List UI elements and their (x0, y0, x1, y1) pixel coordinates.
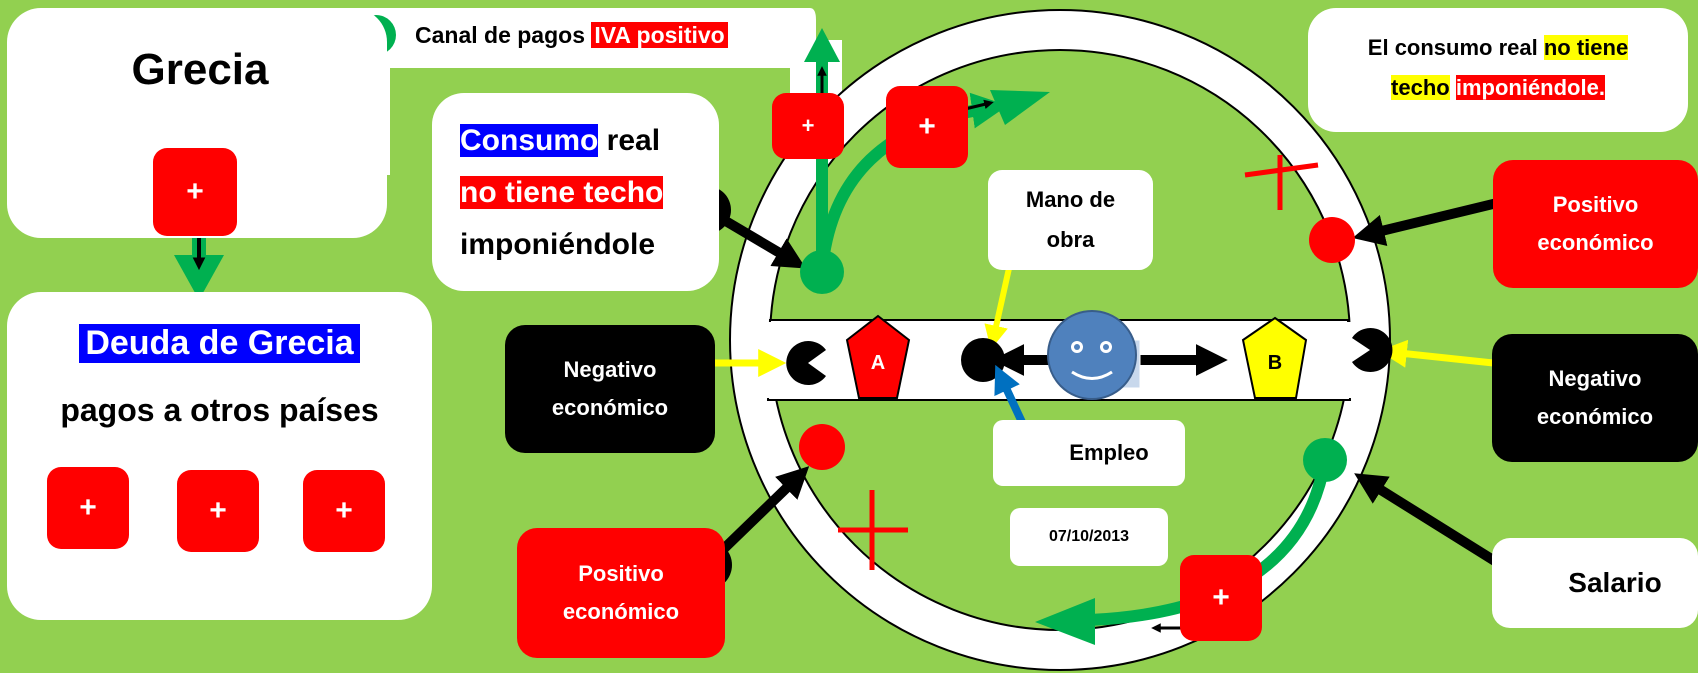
consumo-right-d (1450, 75, 1456, 100)
positivo-right-box: Positivo económico (1493, 160, 1698, 288)
mano-line2: obra (1046, 227, 1095, 252)
marker-b-label: B (1267, 351, 1283, 374)
deuda-title: Deuda de Grecia (79, 323, 360, 363)
mano-line1: Mano de (1025, 187, 1116, 212)
salario-box: Salario (1492, 538, 1698, 628)
deuda-subtitle: pagos a otros países (60, 391, 379, 428)
canal-highlight: IVA positivo (591, 22, 728, 48)
negativo-left-line2: económico (551, 395, 669, 420)
salario-label: Salario (1568, 567, 1662, 598)
consumo-right-c: techo (1391, 75, 1450, 100)
consumo-left-text: Consumo real no tiene techo imponiéndole (460, 115, 664, 271)
consumo-left-line2: no tiene techo (460, 176, 664, 209)
consumo-left-w1: Consumo (460, 124, 599, 157)
consumo-left-line3: imponiéndole (460, 228, 655, 261)
green-dot-top (800, 250, 844, 294)
pentagon-a (845, 314, 911, 399)
consumo-right-box (1308, 8, 1688, 132)
consumo-right-e: imponiéndole. (1455, 75, 1605, 100)
deuda-plus-1: + (47, 467, 129, 549)
consumo-left-w2: real (598, 124, 661, 157)
grecia-title: Grecia (131, 45, 269, 94)
deuda-plus-3: + (303, 470, 385, 552)
fecha-box: 07/10/2013 (1010, 508, 1168, 566)
deuda-title-row: Deuda de Grecia (7, 318, 432, 368)
ring-plus-top: + (886, 86, 968, 168)
marker-a-label: A (870, 351, 886, 374)
red-dot-left (799, 424, 845, 470)
consumo-right-a: El consumo real (1367, 35, 1544, 60)
pacman-right (1352, 328, 1393, 372)
empleo-label: Empleo (1069, 440, 1149, 465)
green-dot-bottom (1303, 438, 1347, 482)
negativo-right-line1: Negativo (1548, 366, 1642, 391)
ring-plus-bottom: + (1180, 555, 1262, 641)
positivo-left-box: Positivo económico (517, 528, 725, 658)
pacman-left (786, 341, 826, 385)
positivo-left-line1: Positivo (578, 561, 664, 586)
canal-label: Canal de pagos IVA positivo (415, 22, 728, 49)
consumo-right-text: El consumo real no tiene techo imponiénd… (1308, 28, 1688, 108)
consumo-right-b: no tiene (1543, 35, 1629, 60)
fecha-label: 07/10/2013 (1048, 528, 1130, 545)
positivo-left-line2: económico (562, 599, 680, 624)
pentagon-b (1241, 316, 1308, 399)
grecia-plus: + (153, 148, 237, 236)
negativo-left-line1: Negativo (563, 357, 657, 382)
negativo-right-line2: económico (1536, 404, 1654, 429)
deuda-plus-2: + (177, 470, 259, 552)
red-dot-right (1309, 217, 1355, 263)
positivo-right-line1: Positivo (1552, 192, 1639, 217)
canal-prefix: Canal de pagos (415, 22, 592, 48)
positivo-right-line2: económico (1537, 230, 1654, 255)
ring-plus-top-left: + (772, 93, 844, 159)
negativo-right-box: Negativo económico (1492, 334, 1698, 462)
mano-box: Mano de obra (988, 170, 1153, 270)
grecia-canal-connector (300, 8, 816, 175)
empleo-box: Empleo (993, 420, 1185, 486)
smiley-face (1047, 310, 1137, 400)
negativo-left-box: Negativo económico (505, 325, 715, 453)
